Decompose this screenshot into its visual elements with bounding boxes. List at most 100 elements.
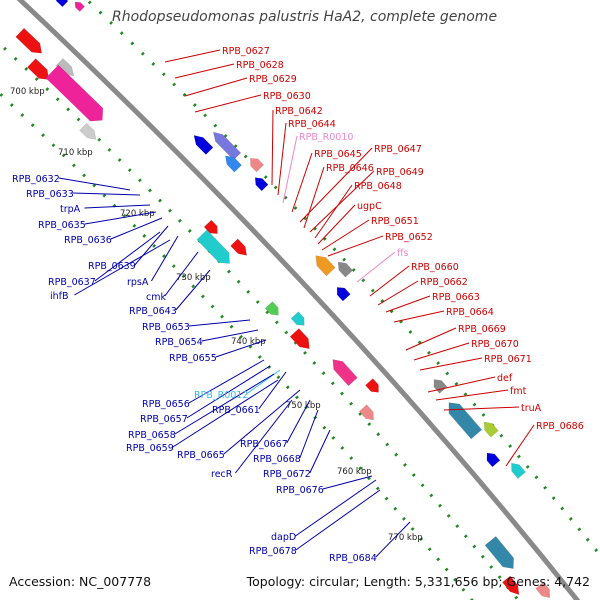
tick-row-inner [534, 475, 539, 480]
reverse-gene-label[interactable]: RPB_0665 [177, 450, 225, 461]
tick-row-far [200, 294, 205, 299]
reverse-gene-label[interactable]: RPB_0657 [140, 414, 188, 425]
tick-row-far [181, 274, 186, 279]
forward-gene-label[interactable]: RPB_0649 [376, 167, 424, 178]
reverse-leader-line [84, 204, 151, 209]
forward-gene-label[interactable]: truA [521, 403, 542, 414]
reverse-leader-line [258, 371, 287, 410]
tick-row-outer [514, 595, 519, 600]
reverse-gene-label[interactable]: RPB_0658 [128, 430, 176, 441]
tick-row-outer [107, 147, 112, 152]
reverse-gene-label[interactable]: dapD [271, 532, 296, 543]
tick-row-far [444, 567, 449, 572]
forward-gene-label[interactable]: RPB_0630 [263, 91, 311, 102]
forward-gene-label[interactable]: RPB_0652 [385, 232, 433, 243]
reverse-gene-label[interactable]: ihfB [50, 291, 69, 302]
tick-row-far [436, 557, 441, 562]
forward-gene-label[interactable]: RPB_0645 [314, 149, 362, 160]
tick-row-outer [472, 544, 477, 549]
reverse-gene-label[interactable]: RPB_0672 [263, 469, 311, 480]
reverse-gene-label[interactable]: RPB_0659 [126, 443, 174, 454]
tick-row-far [41, 133, 45, 138]
tick-row-inner [445, 371, 450, 376]
tick-row-outer [429, 493, 434, 498]
forward-gene-label[interactable]: RPB_0642 [275, 106, 323, 117]
reverse-gene-label[interactable]: RPB_0639 [88, 261, 136, 272]
forward-gene-label[interactable]: RPB_0628 [236, 60, 284, 71]
forward-gene-label[interactable]: RPB_0664 [446, 307, 494, 318]
tick-row-inner [508, 444, 513, 449]
forward-gene-label[interactable]: ffs [397, 248, 409, 259]
reverse-leader-line [375, 521, 411, 558]
reverse-gene-label[interactable]: RPB_0633 [26, 189, 74, 200]
tick-row-inner [161, 72, 166, 77]
tick-row-outer [137, 178, 142, 183]
forward-gene-label[interactable]: RPB_0629 [249, 74, 297, 85]
tick-row-outer [340, 391, 344, 396]
reverse-gene-label[interactable]: RPB_0643 [129, 306, 177, 317]
forward-gene-label[interactable]: RPB_0627 [222, 46, 270, 57]
reverse-gene-label[interactable]: RPB_0656 [142, 399, 190, 410]
forward-gene-label[interactable]: RPB_0671 [484, 354, 532, 365]
kbp-tick-label: 700 kbp [10, 87, 45, 97]
reverse-gene-label[interactable]: RPB_0636 [64, 235, 112, 246]
forward-gene-block [15, 27, 42, 54]
reverse-gene-label[interactable]: RPB_0676 [276, 485, 324, 496]
reverse-gene-label[interactable]: trpA [60, 204, 81, 215]
tick-row-far [349, 456, 354, 460]
tick-row-far [132, 223, 137, 228]
tick-row-far [82, 173, 87, 178]
forward-gene-label[interactable]: fmt [510, 386, 527, 397]
reverse-gene-label[interactable]: RPB_0667 [240, 439, 288, 450]
tick-row-far [367, 476, 371, 481]
reverse-gene-label[interactable]: RPB_0661 [212, 405, 260, 416]
reverse-leader-line [235, 399, 293, 474]
forward-leader-line [282, 135, 298, 204]
forward-gene-label[interactable]: RPB_0669 [458, 324, 506, 335]
reverse-gene-label[interactable]: RPB_0637 [48, 277, 96, 288]
reverse-gene-label[interactable]: RPB_0684 [329, 553, 377, 564]
forward-leader-line [184, 77, 248, 97]
tick-row-far [191, 284, 196, 289]
reverse-leader-line [172, 379, 279, 448]
reverse-gene-label[interactable]: RPB_0632 [12, 174, 60, 185]
forward-gene-label[interactable]: RPB_0647 [374, 144, 422, 155]
reverse-gene-label[interactable]: cmk [146, 292, 166, 303]
forward-gene-label[interactable]: RPB_0646 [326, 163, 374, 174]
forward-gene-label[interactable]: def [497, 373, 513, 384]
tick-row-outer [255, 300, 260, 304]
reverse-gene-label[interactable]: recR [211, 469, 233, 480]
tick-row-far [322, 425, 327, 430]
reverse-gene-label[interactable]: RPB_0678 [249, 546, 297, 557]
forward-gene-label[interactable]: RPB_0686 [536, 421, 584, 432]
forward-gene-label[interactable]: RPB_0648 [354, 181, 402, 192]
forward-gene-label[interactable]: RPB_0663 [432, 292, 480, 303]
reverse-gene-label[interactable]: rpsA [127, 277, 149, 288]
gene-labels: RPB_0627RPB_0628RPB_0629RPB_0630RPB_0642… [12, 46, 584, 564]
forward-gene-label[interactable]: RPB_0670 [471, 339, 519, 350]
tick-row-outer [497, 575, 502, 580]
tick-row-outer [349, 401, 354, 406]
topology-text: Topology: circular; Length: 5,331,656 bp… [246, 574, 590, 589]
forward-gene-label[interactable]: RPB_0651 [371, 216, 419, 227]
forward-gene-label[interactable]: RPB_0644 [288, 119, 336, 130]
forward-gene-label[interactable]: RPB_R0010 [299, 132, 353, 143]
forward-leader-line [321, 219, 370, 251]
tick-row-outer [34, 77, 39, 81]
reverse-gene-block [54, 0, 69, 8]
forward-gene-block [27, 58, 50, 80]
reverse-gene-label[interactable]: RPB_R0012 [194, 390, 248, 401]
tick-row-inner [499, 433, 504, 438]
tick-row-far [102, 193, 107, 198]
reverse-gene-label[interactable]: RPB_0654 [155, 337, 203, 348]
tick-row-inner [417, 340, 422, 345]
reverse-gene-label[interactable]: RPB_0655 [169, 353, 217, 364]
reverse-gene-label[interactable]: RPB_0635 [38, 220, 86, 231]
reverse-gene-label[interactable]: RPB_0653 [142, 322, 190, 333]
forward-gene-label[interactable]: RPB_0662 [420, 277, 468, 288]
forward-gene-label[interactable]: ugpC [357, 201, 382, 212]
tick-row-far [453, 577, 457, 582]
tick-row-far [331, 435, 336, 440]
reverse-gene-label[interactable]: RPB_0668 [253, 454, 301, 465]
forward-gene-label[interactable]: RPB_0660 [411, 262, 459, 273]
